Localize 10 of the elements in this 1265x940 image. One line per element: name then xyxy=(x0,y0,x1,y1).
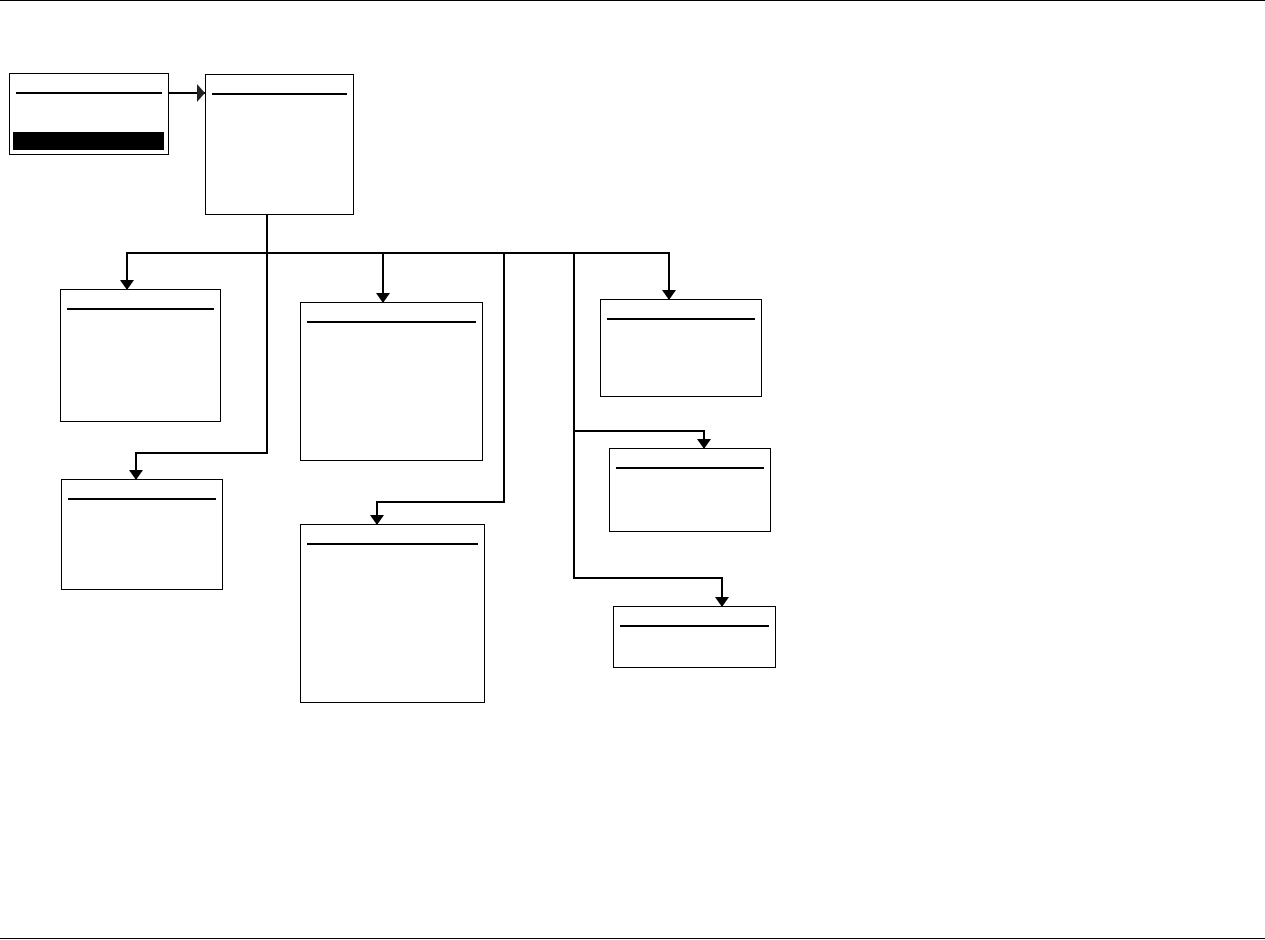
screen-box xyxy=(9,73,169,155)
screen-box xyxy=(60,289,221,422)
screen-box xyxy=(609,448,771,532)
screen-box xyxy=(600,299,762,397)
screen-box xyxy=(61,479,223,590)
screen-box xyxy=(205,74,354,215)
screen-box xyxy=(300,302,483,461)
arrow xyxy=(168,84,206,102)
screen-box xyxy=(613,606,776,668)
screen-box xyxy=(300,524,485,703)
